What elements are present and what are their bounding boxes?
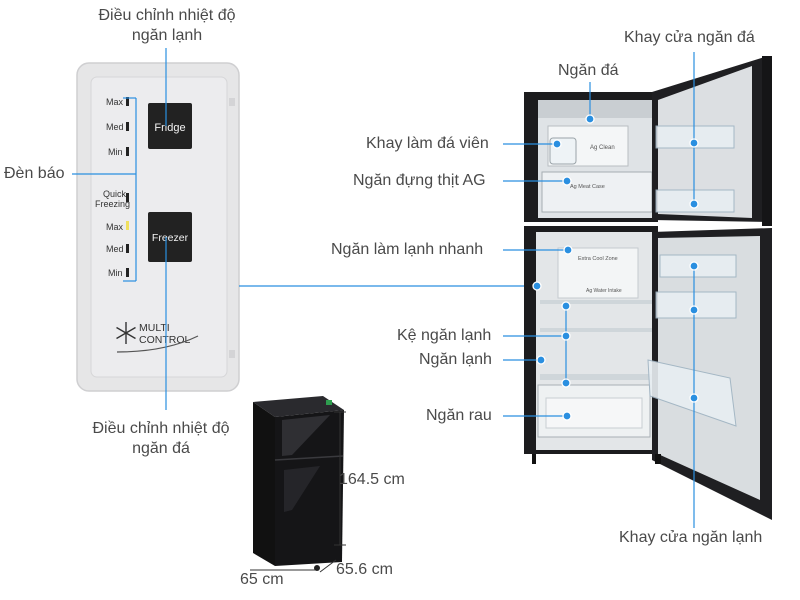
fridge-open-view: Ag Clean Ag Meat Case Extra Cool Zone Ag… <box>524 56 772 520</box>
logo-line1: MULTI <box>139 322 170 334</box>
multi-control-logo: MULTI CONTROL <box>116 322 199 353</box>
freezer-temp-control-line2: ngăn đá <box>132 440 190 457</box>
control-panel: Fridge Freezer Max Med Min Quick Freezin… <box>72 48 538 410</box>
ice-tray-label: Khay làm đá viên <box>366 135 489 152</box>
freezer-level-max: Max <box>106 222 124 232</box>
indicator-lights-label: Đèn báo <box>4 165 65 182</box>
fridge-level-min: Min <box>108 147 123 157</box>
freezer-level-min: Min <box>108 268 123 278</box>
indicator-lights <box>126 97 129 277</box>
fridge-level-max: Max <box>106 97 124 107</box>
fridge-level-med: Med <box>106 122 124 132</box>
fridge-door-tray-label: Khay cửa ngăn lạnh <box>619 529 763 546</box>
fridge-button[interactable]: Fridge <box>148 103 192 149</box>
fridge-temp-control-line2: ngăn lạnh <box>131 27 203 44</box>
quick-freezing-line1: Quick <box>103 189 127 199</box>
fridge-temp-control-label: Điều chỉnh nhiệt độ ngăn lạnh <box>82 6 252 46</box>
ag-clean-text: Ag Clean <box>590 145 615 151</box>
dimension-lines <box>250 411 346 573</box>
ag-filter-text: Ag Water Intake <box>586 288 622 294</box>
freezer-level-med: Med <box>106 244 124 254</box>
fridge-compartment-label: Ngăn lạnh <box>419 351 492 368</box>
ag-meat-compartment-label: Ngăn đựng thịt AG <box>353 172 486 189</box>
logo-line2: CONTROL <box>139 334 190 346</box>
depth-dimension: 65.6 cm <box>336 561 393 578</box>
width-dimension: 65 cm <box>240 571 284 588</box>
quick-cooling-compartment-label: Ngăn làm lạnh nhanh <box>331 241 484 258</box>
fridge-exterior-thumbnail <box>253 396 344 571</box>
snowflake-icon <box>116 322 136 344</box>
fridge-temp-control-line1: Điều chỉnh nhiệt độ <box>98 7 236 24</box>
fridge-button-label: Fridge <box>154 122 185 134</box>
vegetable-drawer-label: Ngăn rau <box>426 407 492 424</box>
freezer-button[interactable]: Freezer <box>148 212 192 262</box>
freezer-door-tray-label: Khay cửa ngăn đá <box>624 29 755 46</box>
fridge-shelf-label: Kệ ngăn lạnh <box>397 327 492 344</box>
extra-cool-zone-text: Extra Cool Zone <box>578 256 618 262</box>
callout-markers <box>532 114 699 421</box>
quick-freezing-line2: Freezing <box>95 199 130 209</box>
freezer-temp-control-label: Điều chỉnh nhiệt độ ngăn đá <box>76 419 246 459</box>
ag-meat-case-text: Ag Meat Case <box>570 184 605 190</box>
freezer-compartment-label: Ngăn đá <box>558 62 619 79</box>
freezer-button-label: Freezer <box>152 232 189 244</box>
freezer-temp-control-line1: Điều chỉnh nhiệt độ <box>92 420 230 437</box>
height-dimension: 164.5 cm <box>339 471 405 488</box>
